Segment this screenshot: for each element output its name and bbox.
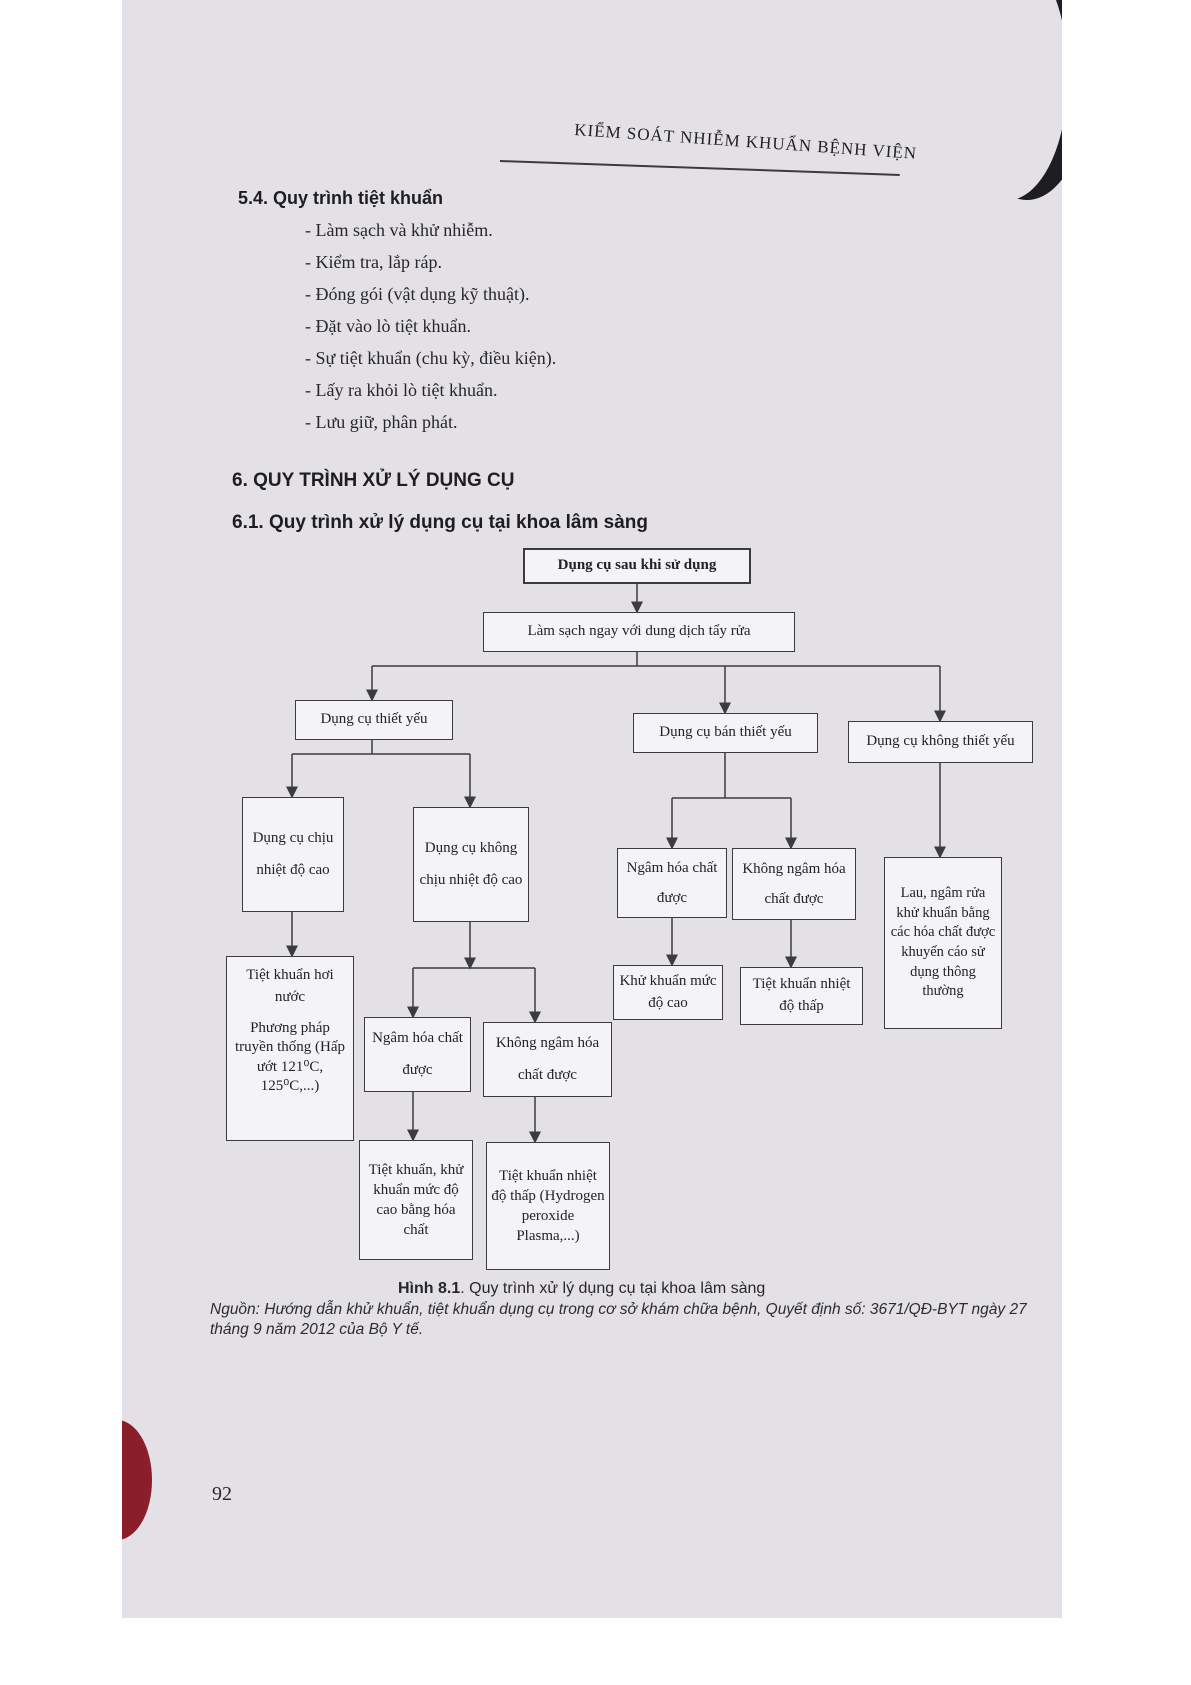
- step-5: - Sự tiệt khuẩn (chu kỳ, điều kiện).: [305, 348, 557, 368]
- step-1: - Làm sạch và khử nhiễm.: [305, 220, 493, 240]
- flowchart-clean-box: Làm sạch ngay với dung dịch tẩy rửa: [483, 612, 795, 652]
- figure-label: Hình 8.1: [398, 1280, 461, 1297]
- flowchart-critical-box: Dụng cụ thiết yếu: [295, 700, 453, 740]
- step-3: - Đóng gói (vật dụng kỹ thuật).: [305, 284, 530, 304]
- flowchart-sc-not-soakable-box: Không ngâm hóa chất được: [732, 848, 856, 920]
- flowchart-semi-critical-box: Dụng cụ bán thiết yếu: [633, 713, 818, 753]
- flowchart-steam-box: Tiệt khuẩn hơi nước Phương pháp truyền t…: [226, 956, 354, 1141]
- section-5-4-title: 5.4. Quy trình tiệt khuẩn: [238, 188, 444, 208]
- steam-title: Tiệt khuẩn hơi nước: [246, 967, 334, 1005]
- flowchart-heat-resistant-box: Dụng cụ chịu nhiệt độ cao: [242, 797, 344, 912]
- flowchart-heat-sensitive-box: Dụng cụ không chịu nhiệt độ cao: [413, 807, 529, 922]
- flowchart-non-critical-box: Dụng cụ không thiết yếu: [848, 721, 1033, 763]
- page-fold-surface: [948, 0, 1062, 200]
- figure-caption-text: . Quy trình xử lý dụng cụ tại khoa lâm s…: [460, 1280, 766, 1297]
- figure-source: Nguồn: Hướng dẫn khử khuẩn, tiệt khuẩn d…: [210, 1301, 1027, 1339]
- flowchart-root-box: Dụng cụ sau khi sử dụng: [523, 548, 751, 584]
- flowchart-hs-chemical-box: Tiệt khuẩn, khử khuẩn mức độ cao bằng hó…: [359, 1140, 473, 1260]
- step-4: - Đặt vào lò tiệt khuẩn.: [305, 316, 471, 336]
- flowchart-sc-lowtemp-box: Tiệt khuẩn nhiệt độ thấp: [740, 967, 863, 1025]
- flowchart-hs-not-soakable-box: Không ngâm hóa chất được: [483, 1022, 612, 1097]
- flowchart-nc-wipe-box: Lau, ngâm rửa khử khuẩn bằng các hóa chấ…: [884, 857, 1002, 1029]
- steam-method: Phương pháp truyền thống (Hấp ướt 121⁰C,…: [235, 1019, 345, 1095]
- step-6: - Lấy ra khỏi lò tiệt khuẩn.: [305, 380, 498, 400]
- flowchart-hs-soakable-box: Ngâm hóa chất được: [364, 1017, 471, 1092]
- page-number: 92: [212, 1483, 232, 1505]
- figure-caption: Hình 8.1. Quy trình xử lý dụng cụ tại kh…: [398, 1280, 765, 1298]
- step-7: - Lưu giữ, phân phát.: [305, 412, 458, 432]
- step-2: - Kiểm tra, lắp ráp.: [305, 252, 442, 272]
- flowchart-hs-lowtemp-box: Tiệt khuẩn nhiệt độ thấp (Hydrogen perox…: [486, 1142, 610, 1270]
- flowchart-sc-hld-box: Khử khuẩn mức độ cao: [613, 965, 723, 1020]
- flowchart-sc-soakable-box: Ngâm hóa chất được: [617, 848, 727, 918]
- section-6-title: 6. QUY TRÌNH XỬ LÝ DỤNG CỤ: [232, 470, 515, 491]
- section-6-1-title: 6.1. Quy trình xử lý dụng cụ tại khoa lâ…: [232, 512, 649, 533]
